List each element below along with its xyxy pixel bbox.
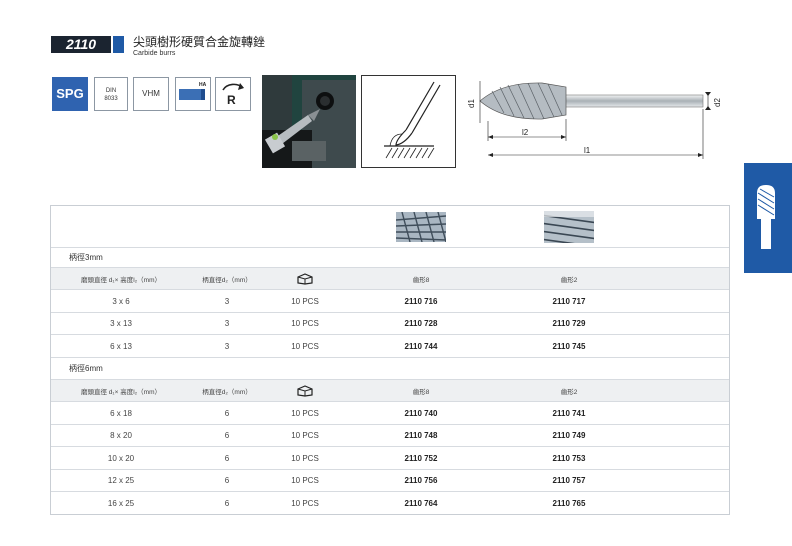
cut8-header-cell xyxy=(347,206,495,247)
cell-package: 10 PCS xyxy=(291,408,319,418)
cell-cut2-code: 2110 765 xyxy=(552,498,586,508)
cell-cut8-code: 2110 744 xyxy=(404,341,438,351)
cell-dimension: 10 x 20 xyxy=(107,453,135,463)
col-shank-diameter: 柄直徑d₂（mm） xyxy=(202,276,252,284)
burr-category-icon xyxy=(757,185,775,249)
cell-package: 10 PCS xyxy=(291,431,319,440)
spec-din-badge: DIN 8033 xyxy=(94,77,128,111)
cell-dimension: 16 x 25 xyxy=(107,498,135,508)
spec-ha-label: HA xyxy=(199,82,207,88)
burr-usage-photo xyxy=(262,75,356,168)
rotation-arrow-icon: R xyxy=(222,83,244,107)
table-row: 6 x 18 6 10 PCS 2110 740 2110 741 xyxy=(51,402,729,425)
section-title: 柄徑6mm xyxy=(69,364,103,373)
column-header-row: 磨頭直徑 d₁× 高度l₂（mm） 柄直徑d₂（mm） 齒形8 齒形2 xyxy=(51,380,729,402)
spec-ha-shank-badge: HA xyxy=(175,77,211,111)
cut2-header-cell xyxy=(495,206,643,247)
cell-cut8-code: 2110 728 xyxy=(404,319,438,328)
cell-cut8-code: 2110 752 xyxy=(404,453,438,463)
shank-ha-icon: HA xyxy=(179,82,207,100)
table-row: 3 x 13 3 10 PCS 2110 728 2110 729 xyxy=(51,313,729,335)
product-code-accent xyxy=(113,36,124,53)
spec-spg-badge: SPG xyxy=(52,77,88,111)
working-angle-diagram xyxy=(361,75,456,168)
cell-cut2-code: 2110 753 xyxy=(552,453,586,463)
cell-shank: 3 xyxy=(224,296,230,306)
cut8-burr-image xyxy=(396,211,446,242)
col-package xyxy=(263,380,347,401)
cell-shank: 6 xyxy=(224,431,230,440)
package-box-icon xyxy=(297,272,313,285)
col-cut8: 齒形8 xyxy=(412,276,430,284)
spec-r-label: R xyxy=(227,93,236,107)
cell-dimension: 12 x 25 xyxy=(107,476,135,485)
spec-din-label: DIN xyxy=(105,88,117,94)
cell-shank: 6 xyxy=(224,476,230,485)
table-row: 10 x 20 6 10 PCS 2110 752 2110 753 xyxy=(51,447,729,470)
section-title: 柄徑3mm xyxy=(69,253,103,262)
col-head-dimension: 磨頭直徑 d₁× 高度l₂（mm） xyxy=(80,388,161,396)
cell-cut2-code: 2110 729 xyxy=(552,319,586,328)
cell-shank: 6 xyxy=(224,408,230,418)
cell-shank: 6 xyxy=(224,498,230,508)
dim-l2-label: l2 xyxy=(522,128,529,137)
col-cut8: 齒形8 xyxy=(412,388,430,396)
cell-cut2-code: 2110 745 xyxy=(552,341,586,351)
section-title-row: 柄徑6mm xyxy=(51,358,729,380)
cell-cut8-code: 2110 764 xyxy=(404,498,438,508)
product-table: 柄徑3mm 磨頭直徑 d₁× 高度l₂（mm） 柄直徑d₂（mm） 齒形8 齒形… xyxy=(50,205,730,515)
cell-dimension: 3 x 6 xyxy=(112,296,130,306)
col-head-dimension: 磨頭直徑 d₁× 高度l₂（mm） xyxy=(80,276,161,284)
category-side-tab xyxy=(744,163,792,273)
cell-package: 10 PCS xyxy=(291,476,319,485)
cell-cut8-code: 2110 748 xyxy=(404,431,438,440)
cell-package: 10 PCS xyxy=(291,453,319,463)
cell-dimension: 3 x 13 xyxy=(110,319,132,328)
cell-cut2-code: 2110 717 xyxy=(552,296,586,306)
cell-dimension: 6 x 18 xyxy=(110,408,132,418)
dim-d1-label: d1 xyxy=(467,99,476,108)
dim-l1-label: l1 xyxy=(584,146,591,155)
burr-technical-drawing: d1 d2 l2 l1 xyxy=(462,75,722,165)
cell-dimension: 8 x 20 xyxy=(110,431,132,440)
page-title: 尖頭樹形硬質合金旋轉銼 xyxy=(133,35,266,49)
col-shank-diameter: 柄直徑d₂（mm） xyxy=(202,388,252,396)
table-image-header xyxy=(51,206,729,248)
col-package xyxy=(263,268,347,289)
col-cut2: 齒形2 xyxy=(560,276,578,284)
cell-shank: 3 xyxy=(224,319,230,328)
col-cut2: 齒形2 xyxy=(560,388,578,396)
table-row: 3 x 6 3 10 PCS 2110 716 2110 717 xyxy=(51,290,729,313)
cell-cut2-code: 2110 749 xyxy=(552,431,586,440)
table-row: 8 x 20 6 10 PCS 2110 748 2110 749 xyxy=(51,425,729,447)
table-row: 12 x 25 6 10 PCS 2110 756 2110 757 xyxy=(51,470,729,492)
cell-shank: 6 xyxy=(224,453,230,463)
package-box-icon xyxy=(297,384,313,397)
cell-cut2-code: 2110 757 xyxy=(552,476,586,485)
cell-shank: 3 xyxy=(224,341,230,351)
cell-package: 10 PCS xyxy=(291,341,319,351)
spec-din-number: 8033 xyxy=(104,96,118,102)
cell-cut2-code: 2110 741 xyxy=(552,408,586,418)
cell-dimension: 6 x 13 xyxy=(110,341,132,351)
cut2-burr-image xyxy=(544,210,594,243)
section-title-row: 柄徑3mm xyxy=(51,248,729,268)
spec-vhm-badge: VHM xyxy=(133,77,169,111)
dim-d2-label: d2 xyxy=(713,98,722,107)
table-row: 6 x 13 3 10 PCS 2110 744 2110 745 xyxy=(51,335,729,358)
column-header-row: 磨頭直徑 d₁× 高度l₂（mm） 柄直徑d₂（mm） 齒形8 齒形2 xyxy=(51,268,729,290)
cell-package: 10 PCS xyxy=(291,319,319,328)
cell-package: 10 PCS xyxy=(291,296,319,306)
spec-rotation-badge: R xyxy=(215,77,251,111)
cell-cut8-code: 2110 716 xyxy=(404,296,438,306)
page-subtitle: Carbide burrs xyxy=(133,50,176,57)
cell-package: 10 PCS xyxy=(291,498,319,508)
product-code-badge: 2110 xyxy=(51,36,111,53)
cell-cut8-code: 2110 740 xyxy=(404,408,438,418)
table-row: 16 x 25 6 10 PCS 2110 764 2110 765 xyxy=(51,492,729,514)
cell-cut8-code: 2110 756 xyxy=(404,476,438,485)
